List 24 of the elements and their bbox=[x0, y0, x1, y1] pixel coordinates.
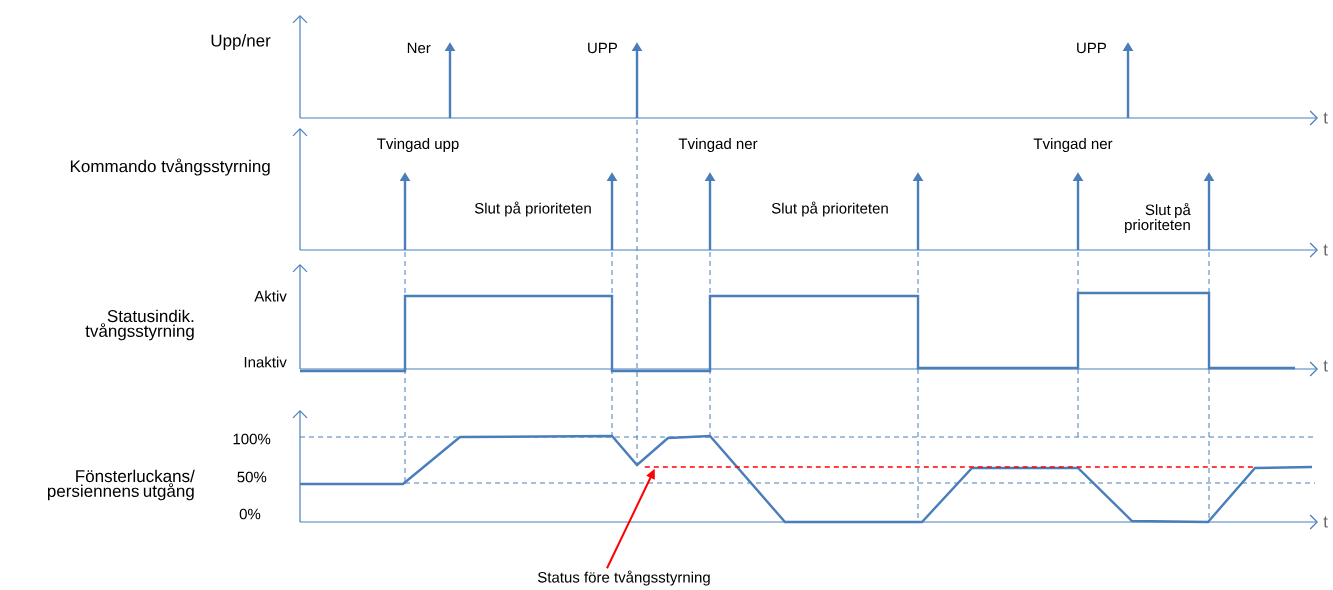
axis-label: t bbox=[1323, 112, 1328, 124]
event-label: UPP bbox=[588, 42, 617, 54]
event-label: Slut på prioriteten bbox=[474, 201, 591, 217]
level-label: 100% bbox=[233, 433, 271, 445]
level-label: Aktiv bbox=[254, 290, 287, 302]
event-label: Tvingad ner bbox=[1033, 138, 1113, 152]
level-label: 0% bbox=[239, 508, 261, 520]
axis-label: t bbox=[1323, 244, 1328, 256]
event-label: Slut på prioriteten bbox=[1125, 202, 1191, 234]
event-label: Tvingad upp bbox=[377, 138, 459, 152]
row-label: Fönsterluckans/ persiennens utgång bbox=[47, 469, 195, 501]
reference-line bbox=[644, 466, 1256, 468]
event-label: Ner bbox=[407, 42, 431, 54]
axis-label: t bbox=[1323, 516, 1328, 528]
callout-text: Status före tvångsstyrning bbox=[537, 570, 710, 586]
row-label: Kommando tvångsstyrning bbox=[70, 158, 270, 176]
row-label: Upp/ner bbox=[211, 34, 271, 50]
level-label: Inaktiv bbox=[244, 356, 287, 368]
row-label: Statusindik. tvångsstyrning bbox=[85, 309, 194, 341]
event-label: Slut på prioriteten bbox=[771, 201, 888, 217]
event-label: Tvingad ner bbox=[678, 138, 758, 152]
event-label: UPP bbox=[1077, 42, 1106, 54]
axis-label: t bbox=[1323, 360, 1328, 372]
level-label: 50% bbox=[237, 471, 267, 483]
